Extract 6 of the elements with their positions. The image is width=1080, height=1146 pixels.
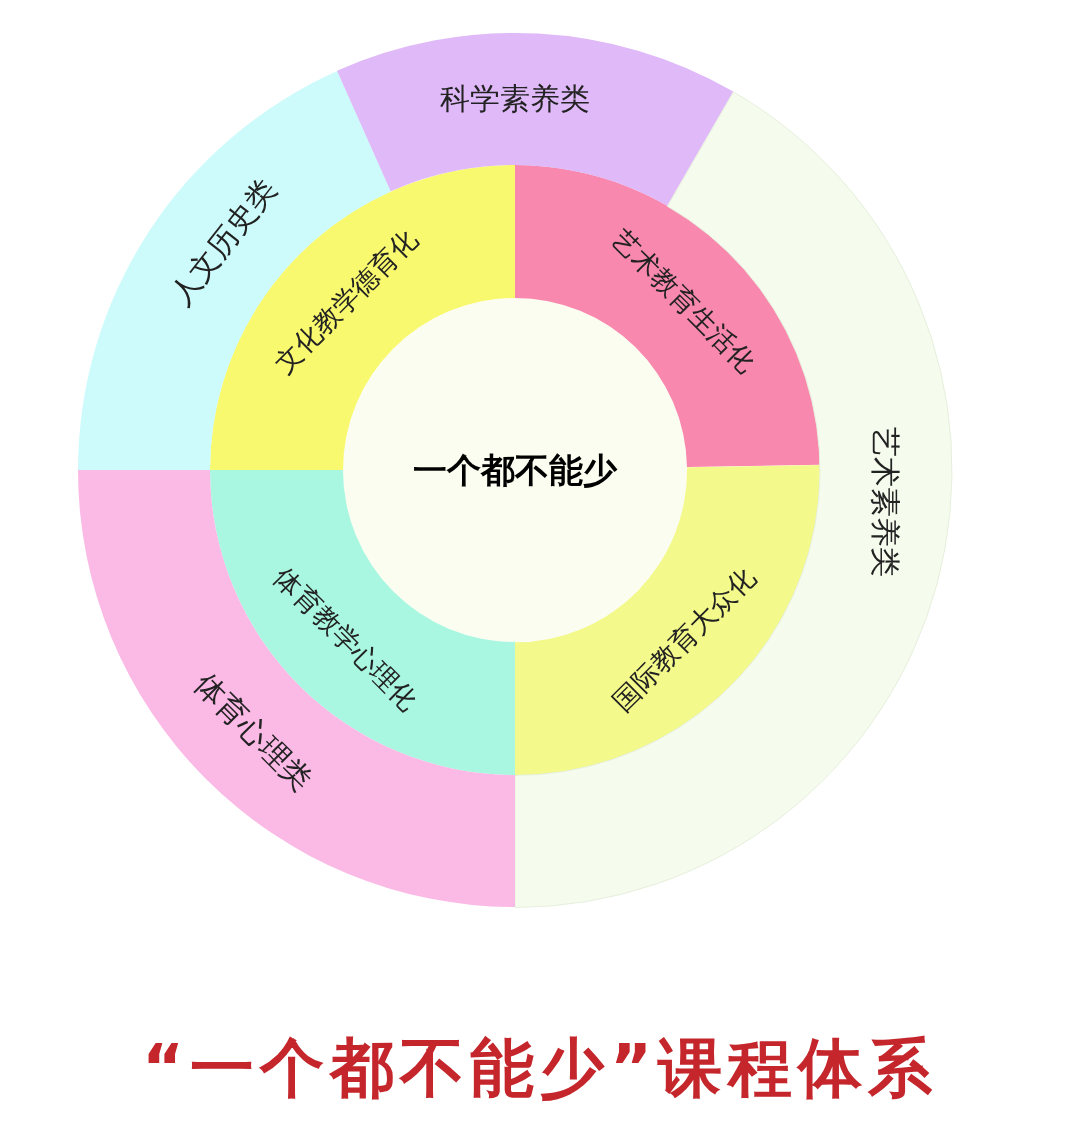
segment-label: 国际教育大众化 [607,562,760,715]
caption: “一个都不能少”课程体系 [140,1030,940,1107]
center-label: 一个都不能少 [413,453,617,487]
segment-label: 艺术教育生活化 [607,225,760,378]
segment-label: 艺术素养类 [869,427,900,578]
segment-label: 科学素养类 [440,84,590,114]
